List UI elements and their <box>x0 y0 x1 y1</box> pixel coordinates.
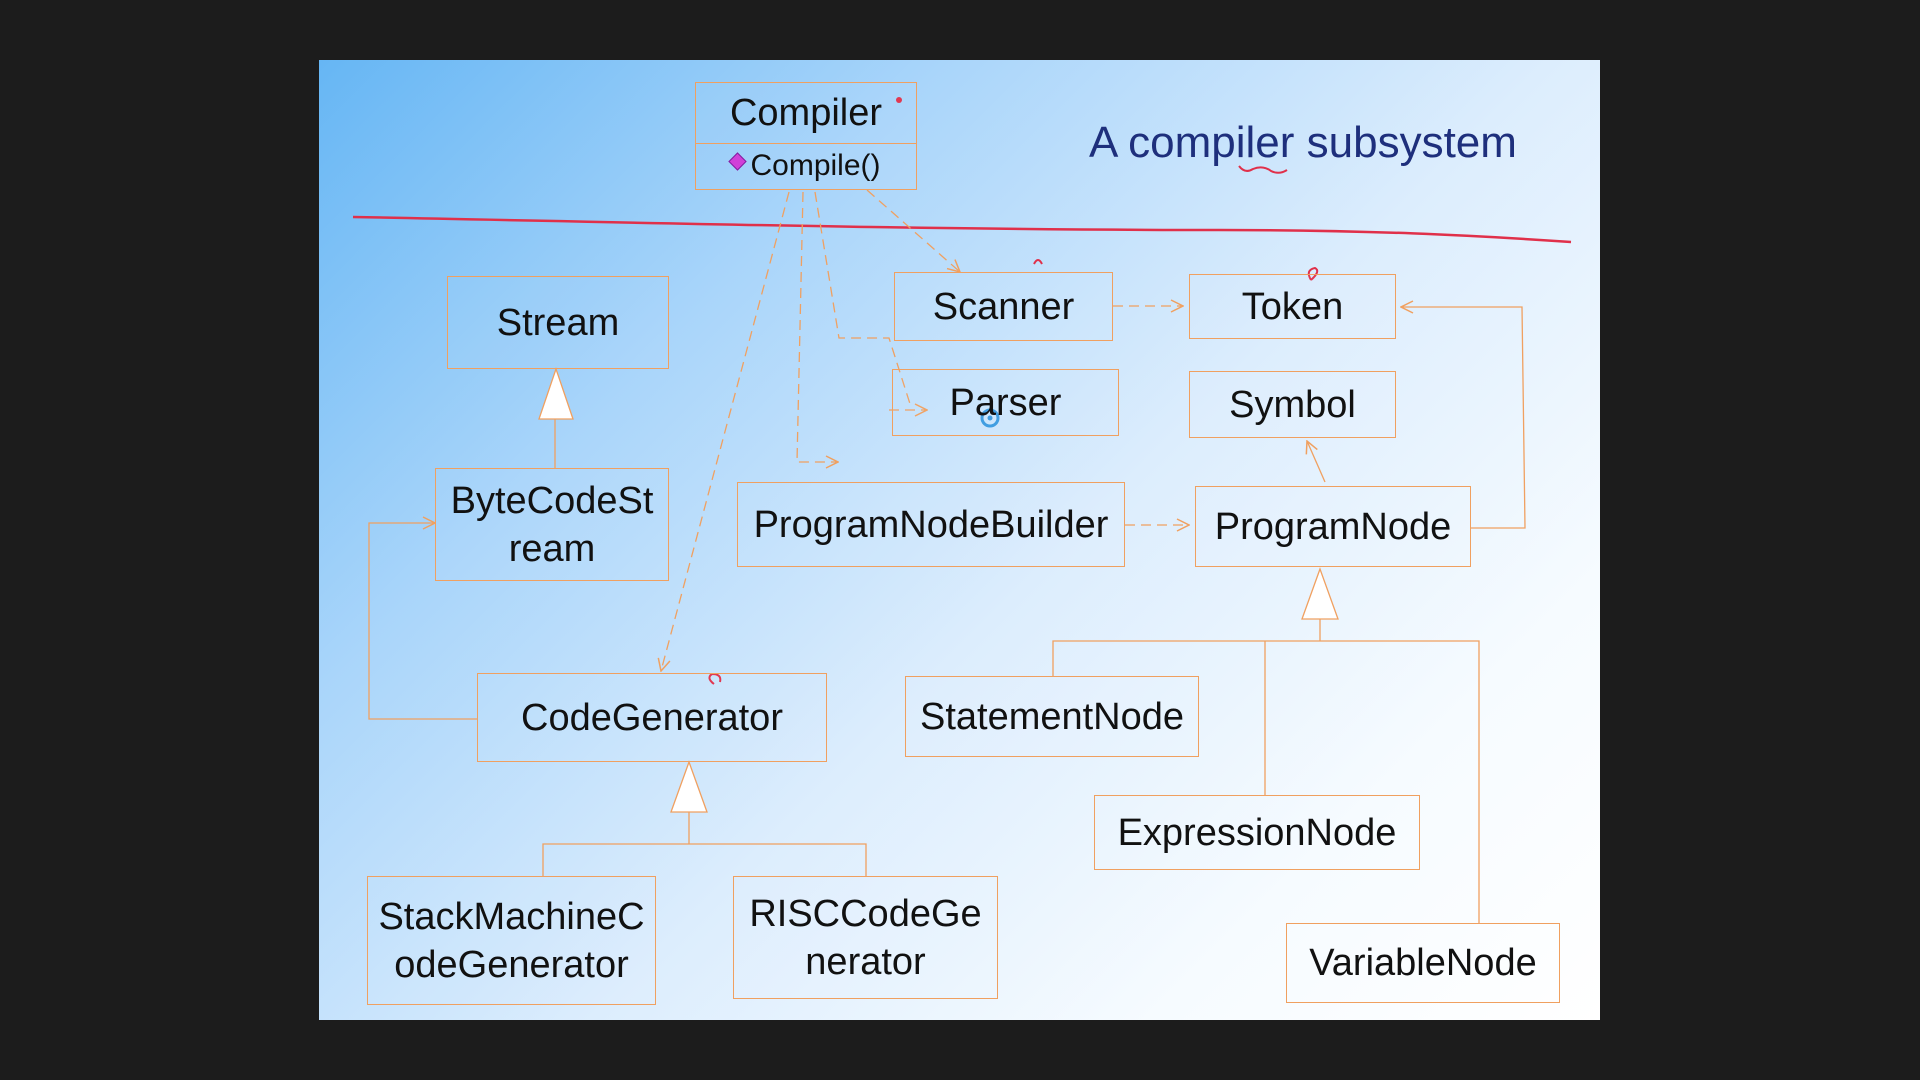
annotation-mark-codegenerator <box>708 672 722 685</box>
class-variablenode[interactable]: VariableNode <box>1286 923 1560 1003</box>
class-expressionnode[interactable]: ExpressionNode <box>1094 795 1420 870</box>
class-stackmachine-line2: odeGenerator <box>394 943 629 986</box>
annotation-underline-stroke <box>352 215 1572 244</box>
class-programnode-label: ProgramNode <box>1214 505 1452 548</box>
operation-diamond-icon <box>728 151 748 171</box>
class-scanner-label: Scanner <box>932 285 1075 328</box>
class-compiler[interactable]: Compiler Compile() <box>695 82 917 190</box>
class-stream-label: Stream <box>496 301 620 344</box>
slide-title: A compiler subsystem <box>1089 118 1517 167</box>
annotation-mark-scanner <box>1033 259 1043 265</box>
class-compiler-operation: Compile() <box>696 143 916 188</box>
class-compiler-name: Compiler <box>729 92 883 134</box>
dependency-compiler-codegenerator <box>661 191 790 671</box>
generalization-triangle-stream <box>538 366 574 420</box>
class-variablenode-label: VariableNode <box>1309 942 1537 984</box>
diagram-connectors <box>352 97 1572 923</box>
mouse-cursor-indicator <box>980 408 1000 428</box>
dependency-compiler-parser <box>814 191 912 408</box>
annotation-title-squiggle <box>1238 165 1288 174</box>
operation-compile-label: Compile() <box>750 149 881 182</box>
association-codegenerator-bytecodestream <box>368 523 477 720</box>
class-scanner[interactable]: Scanner <box>894 272 1113 341</box>
class-risc-line2: nerator <box>805 940 926 983</box>
slide-canvas: A compiler subsystem Compiler Compile() … <box>319 60 1600 1020</box>
dependency-compiler-scanner <box>866 189 960 272</box>
mouse-cursor-dot <box>987 415 993 421</box>
class-stream[interactable]: Stream <box>447 276 669 369</box>
class-expressionnode-label: ExpressionNode <box>1117 811 1397 854</box>
dependency-compiler-programnodebuilder <box>796 191 838 462</box>
class-risc-line1: RISCCodeGe <box>749 892 982 935</box>
generalization-tree-codegenerator <box>542 812 867 876</box>
class-statementnode-label: StatementNode <box>919 695 1185 738</box>
class-codegenerator-label: CodeGenerator <box>521 696 783 739</box>
class-parser-label: Parser <box>949 381 1062 424</box>
class-bytecodestream-line2: ream <box>508 527 596 570</box>
class-symbol-label: Symbol <box>1229 383 1356 426</box>
class-bytecodestream-line1: ByteCodeSt <box>450 479 654 522</box>
association-programnode-token <box>1401 307 1526 529</box>
class-symbol[interactable]: Symbol <box>1189 371 1396 438</box>
class-programnodebuilder-label: ProgramNodeBuilder <box>753 503 1109 546</box>
generalization-tree-programnode <box>1052 619 1480 923</box>
class-bytecodestream[interactable]: ByteCodeSt ream <box>435 468 669 581</box>
generalization-triangle-codegenerator <box>670 760 708 813</box>
class-statementnode[interactable]: StatementNode <box>905 676 1199 757</box>
class-programnode[interactable]: ProgramNode <box>1195 486 1471 567</box>
class-risccodegenerator[interactable]: RISCCodeGe nerator <box>733 876 998 999</box>
class-programnodebuilder[interactable]: ProgramNodeBuilder <box>737 482 1125 567</box>
class-parser[interactable]: Parser <box>892 369 1119 436</box>
association-programnode-symbol <box>1307 441 1326 483</box>
class-token[interactable]: Token <box>1189 274 1396 339</box>
class-stackmachine-line1: StackMachineC <box>378 895 645 938</box>
class-codegenerator[interactable]: CodeGenerator <box>477 673 827 762</box>
generalization-triangle-programnode <box>1301 567 1339 620</box>
class-stackmachinecodegenerator[interactable]: StackMachineC odeGenerator <box>367 876 656 1005</box>
class-token-label: Token <box>1241 285 1344 328</box>
annotation-mark-compiler <box>896 97 902 103</box>
